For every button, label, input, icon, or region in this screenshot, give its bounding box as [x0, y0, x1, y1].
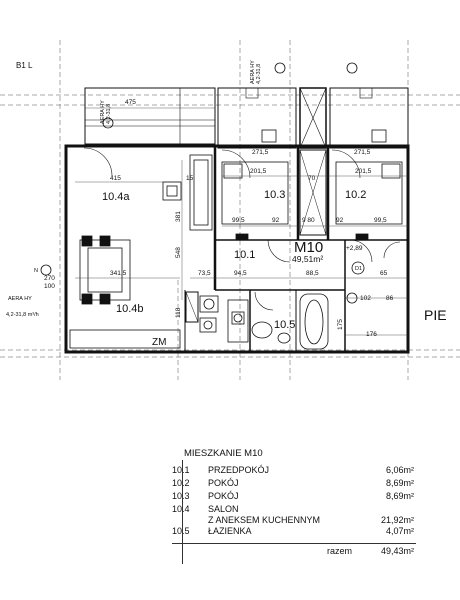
dim-118: 118: [175, 307, 182, 318]
markers: [40, 62, 365, 304]
dim-99-5-b: 99,5: [374, 217, 387, 224]
dim-88-5: 88,5: [306, 270, 319, 277]
room-name: POKÓJ: [208, 491, 239, 501]
furniture: [69, 154, 403, 350]
room-label-10-2: 10.2: [345, 189, 366, 201]
room-name-line1: SALON: [208, 504, 239, 514]
legend-row: 10.5 ŁAZIENKA 4,07m²: [172, 526, 416, 539]
room-area: 4,07m²: [385, 526, 414, 536]
room-label-10-4a: 10.4a: [102, 191, 130, 203]
room-name: ŁAZIENKA: [208, 526, 252, 536]
dim-548: 548: [175, 247, 182, 258]
aera-top-mid-label: AERA HY: [250, 60, 256, 84]
room-area: 8,69m²: [385, 491, 414, 501]
dim-271-5-a: 271,5: [252, 149, 269, 156]
dim-102: 102: [360, 295, 371, 302]
dim-99-5-a: 99,5: [232, 217, 245, 224]
dim-65: 65: [380, 270, 388, 277]
room-number: 10.1: [172, 465, 190, 475]
room-number: 10.2: [172, 478, 190, 488]
area-legend: MIESZKANIE M10 10.1 PRZEDPOKÓJ 6,06m² 10…: [172, 448, 416, 564]
legend-separator: [172, 543, 416, 544]
dim-9-80: 9 80: [302, 217, 315, 224]
room-number: 10.5: [172, 526, 190, 536]
grid-lines: [0, 40, 460, 380]
dim-175: 175: [337, 319, 344, 330]
dim-92-a: 92: [272, 217, 280, 224]
dim-381: 381: [175, 211, 182, 222]
aera-left-value: 4,2-31,8 m³/h: [6, 312, 39, 318]
legend-row: 10.3 POKÓJ 8,69m²: [172, 491, 416, 504]
room-name: SALON Z ANEKSEM KUCHENNYM: [208, 504, 320, 526]
dim-201-5-b: 201,5: [355, 168, 372, 175]
dim-475: 475: [125, 99, 136, 106]
room-area: 6,06m²: [385, 465, 414, 475]
aera-top-left-label: AERA HY: [100, 100, 106, 124]
room-name: POKÓJ: [208, 478, 239, 488]
zm-label: ZM: [152, 337, 166, 348]
floor-plan: 10.4a 10.3 10.2 10.1 10.4b 10.5 M10 49,5…: [0, 40, 460, 380]
room-label-10-3: 10.3: [264, 189, 285, 201]
room-name: PRZEDPOKÓJ: [208, 465, 270, 475]
legend-row: 10.4 SALON Z ANEKSEM KUCHENNYM 21,92m²: [172, 504, 416, 526]
walls: [64, 144, 410, 354]
dim-15: 15: [186, 175, 194, 182]
dimension-lines: [75, 107, 408, 336]
dim-341-5: 341,5: [110, 270, 127, 277]
aera-left-label: AERA HY: [8, 296, 32, 302]
room-name-line2: Z ANEKSEM KUCHENNYM: [208, 515, 321, 525]
total-label: razem: [326, 546, 352, 556]
room-area: 21,92m²: [380, 515, 414, 525]
legend-row: 10.1 PRZEDPOKÓJ 6,06m²: [172, 465, 416, 478]
room-number: 10.3: [172, 491, 190, 501]
dim-270: 270: [44, 275, 55, 282]
legend-row: 10.2 POKÓJ 8,69m²: [172, 478, 416, 491]
unit-name: M10: [294, 239, 323, 256]
doors: [83, 147, 401, 311]
dim-94-5: 94,5: [234, 270, 247, 277]
axis-label-b1: B1 L: [16, 61, 33, 70]
dim-100: 100: [44, 283, 55, 290]
dim-73-5: 73,5: [198, 270, 211, 277]
room-label-10-4b: 10.4b: [116, 303, 144, 315]
balcony: [84, 87, 216, 145]
n-marker-label: N: [34, 268, 38, 274]
dim-201-5-a: 201,5: [250, 168, 267, 175]
upper-rooms: [217, 87, 409, 149]
edge-text: PIE: [424, 307, 447, 323]
room-label-10-1: 10.1: [234, 249, 255, 261]
dim-86: 86: [386, 295, 394, 302]
legend-total: razem 49,43m²: [172, 546, 416, 559]
dim-176: 176: [366, 331, 377, 338]
total-area: 49,43m²: [380, 546, 414, 556]
dim-70: 70: [308, 175, 316, 182]
dim-92-b: 92: [336, 217, 344, 224]
unit-area: 49,51m²: [292, 254, 323, 264]
aera-top-mid-value: 4,2-31,8: [256, 64, 262, 84]
d1-marker-label: D1: [355, 266, 362, 272]
room-number: 10.4: [172, 504, 190, 514]
dim-415: 415: [110, 175, 121, 182]
legend-divider: [182, 460, 183, 564]
room-label-10-5: 10.5: [274, 319, 295, 331]
level-mark: +2,89: [346, 245, 363, 252]
aera-top-left-value: 4,2-31,8: [106, 104, 112, 124]
room-area: 8,69m²: [385, 478, 414, 488]
legend-title: MIESZKANIE M10: [184, 448, 263, 459]
dim-271-5-b: 271,5: [354, 149, 371, 156]
shafts: [185, 149, 327, 323]
